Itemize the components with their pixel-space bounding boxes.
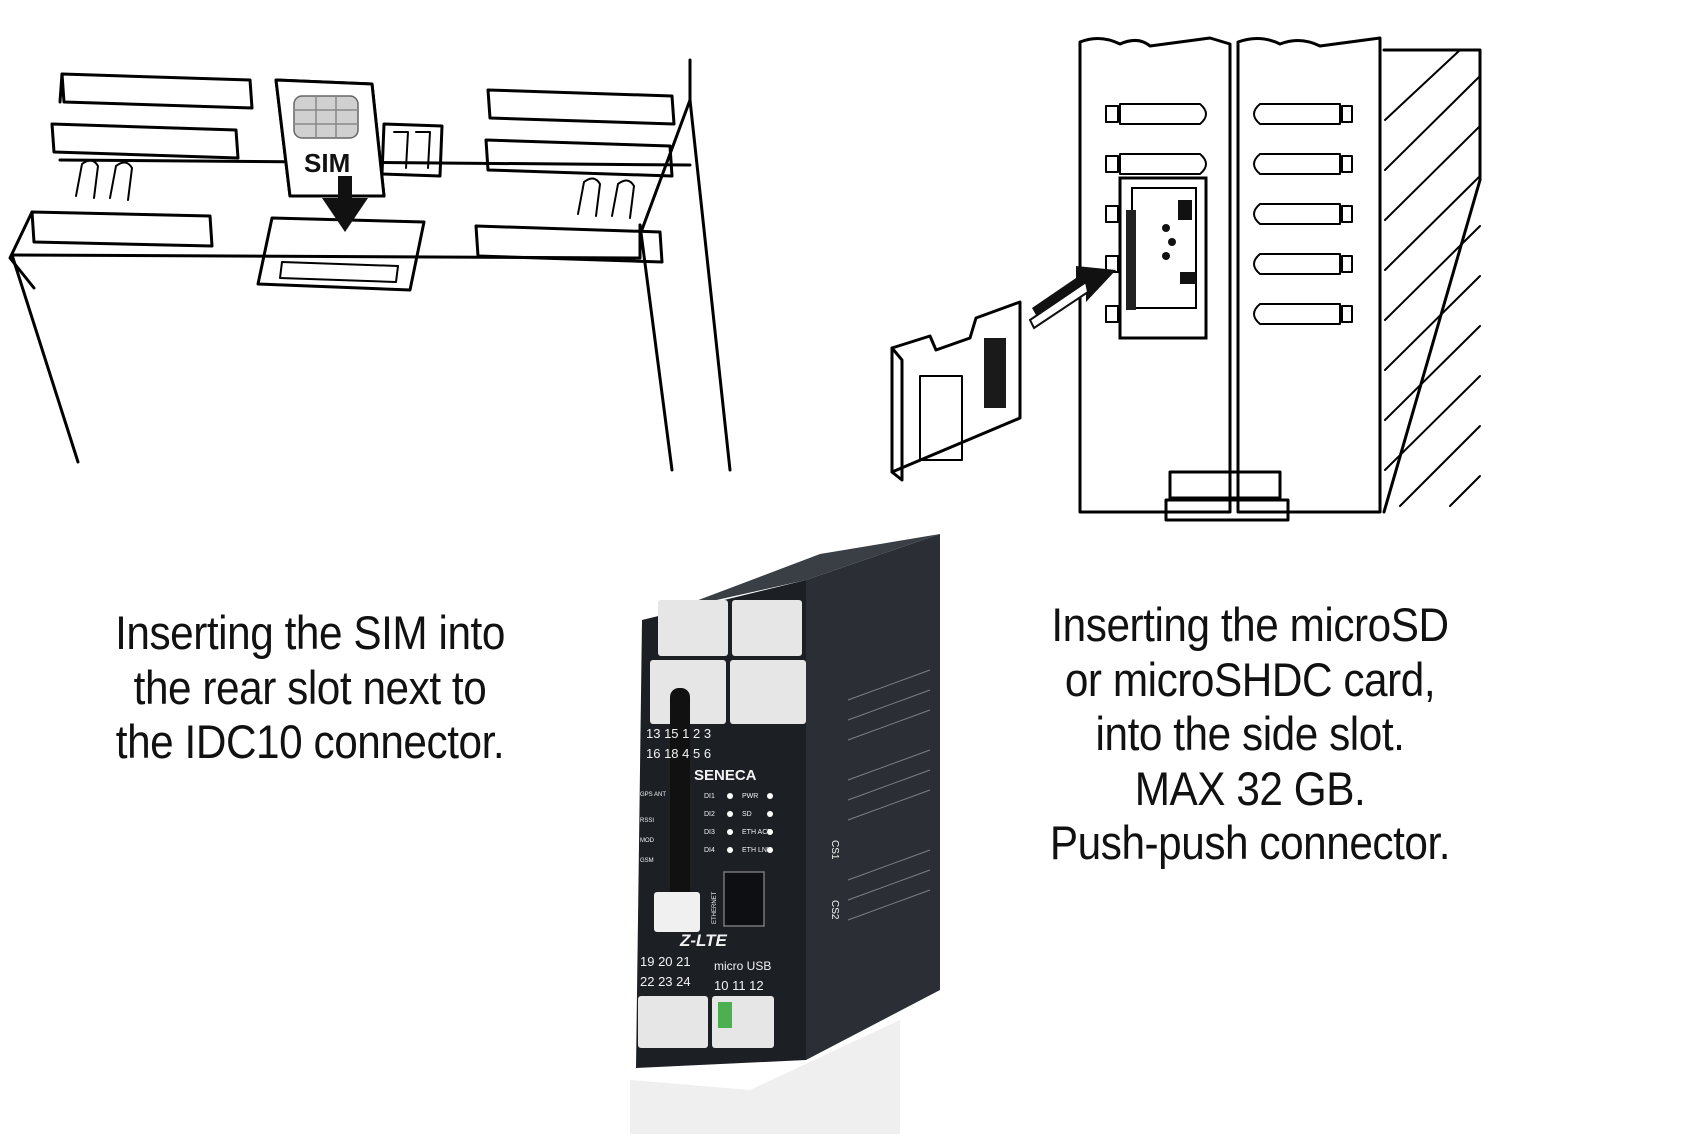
bottom-terminals-right-row2: 10 11 12	[714, 978, 764, 993]
rear-bar-left	[60, 72, 254, 110]
microsd-slot	[1118, 176, 1208, 340]
microsd-caption-line-4: MAX 32 GB.	[1134, 761, 1366, 815]
middle-bar-left	[50, 122, 240, 160]
front-bar-left-depth	[8, 210, 36, 290]
led-pwr: PWR	[742, 793, 758, 800]
board-front-edge	[10, 223, 642, 260]
z-lte-device-photo: 13 15 1 2 3 16 18 4 5 6 SENECA DI1 PWR D…	[610, 520, 950, 1134]
pin-right-2	[611, 179, 635, 219]
board-left-edge	[10, 253, 80, 464]
din-rail-clip	[1168, 470, 1282, 500]
led-di1: DI1	[704, 793, 715, 800]
bottom-terminals-left-row1: 19 20 21	[640, 954, 691, 969]
board-side-face	[638, 98, 732, 472]
board-right-edge	[638, 223, 674, 472]
insert-arrow-down-icon	[322, 176, 368, 232]
led-gps-ant: GPS ANT	[640, 792, 666, 798]
side-printed-diagram	[847, 669, 931, 921]
microsd-insertion-drawing	[890, 36, 1482, 522]
sim-caption-line-1: Inserting the SIM into	[115, 606, 505, 659]
top-terminals-row2: 16 18 4 5 6	[646, 746, 711, 761]
microsd-caption-line-2: or microSHDC card,	[1064, 652, 1436, 706]
led-di4: DI4	[704, 847, 715, 854]
pin-left-1	[75, 159, 99, 199]
pin-right-1	[577, 177, 601, 217]
led-rssi: RSSI	[640, 818, 654, 824]
led-di3: DI3	[704, 829, 715, 836]
bottom-terminals-left-row2: 22 23 24	[640, 974, 691, 989]
microsd-caption: Inserting the microSD or microSHDC card,…	[1025, 598, 1475, 871]
microsd-caption-line-5: Push-push connector.	[1049, 816, 1451, 870]
idc10-pins	[393, 131, 431, 169]
front-bar-left	[30, 210, 214, 248]
status-leds	[727, 793, 773, 853]
sim-slot-opening	[279, 261, 399, 283]
sim-caption-line-3: the IDC10 connector.	[115, 715, 505, 769]
micro-usb-label: micro USB	[714, 959, 771, 973]
sim-insertion-drawing: SIM	[8, 58, 732, 472]
mounting-wall	[1382, 48, 1482, 514]
led-di2: DI2	[704, 811, 715, 818]
led-eth-act: ETH ACT	[742, 829, 772, 836]
sim-insertion-illustration: SIM	[0, 0, 760, 480]
device-brand: SENECA	[694, 767, 757, 784]
microsd-caption-line-3: into the side slot.	[1095, 707, 1405, 761]
ethernet-port-icon	[723, 871, 765, 927]
sim-slot	[256, 216, 426, 292]
sim-caption: Inserting the SIM into the rear slot nex…	[112, 606, 508, 770]
top-terminals-row1: 13 15 1 2 3	[646, 726, 711, 741]
device-side-face	[806, 534, 940, 1060]
usb-connector-icon	[718, 1002, 732, 1028]
microsd-insertion-illustration	[880, 20, 1500, 540]
sim-label: SIM	[304, 148, 350, 178]
device-side-right	[1236, 36, 1382, 514]
vents-left	[1105, 103, 1207, 323]
rear-bar-left-side	[58, 72, 64, 104]
middle-bar-right	[484, 138, 674, 178]
side-label-cs1: CS1	[829, 840, 840, 860]
led-sd: SD	[742, 811, 752, 818]
side-label-cs2: CS2	[829, 900, 840, 920]
antenna-icon	[670, 688, 690, 918]
idc10-connector	[380, 122, 444, 178]
led-eth-lnk: ETH LNK	[742, 847, 772, 854]
microsd-caption-line-1: Inserting the microSD	[1051, 598, 1449, 651]
device-side-left	[1078, 36, 1232, 514]
led-mod: MOD	[640, 838, 655, 844]
device-model: Z-LTE	[679, 931, 728, 950]
sim-caption-line-2: the rear slot next to	[133, 660, 487, 714]
microsd-card	[890, 300, 1022, 482]
device-drawing: 13 15 1 2 3 16 18 4 5 6 SENECA DI1 PWR D…	[630, 534, 940, 1134]
front-bar-right	[474, 224, 664, 264]
rear-bar-right	[486, 88, 676, 126]
insert-arrow-right-icon	[1028, 266, 1116, 330]
sim-chip-icon	[293, 95, 359, 139]
pin-left-2	[109, 161, 133, 201]
ethernet-label: ETHERNET	[712, 891, 718, 924]
vents-right	[1253, 103, 1353, 325]
led-gsm: GSM	[640, 858, 654, 864]
